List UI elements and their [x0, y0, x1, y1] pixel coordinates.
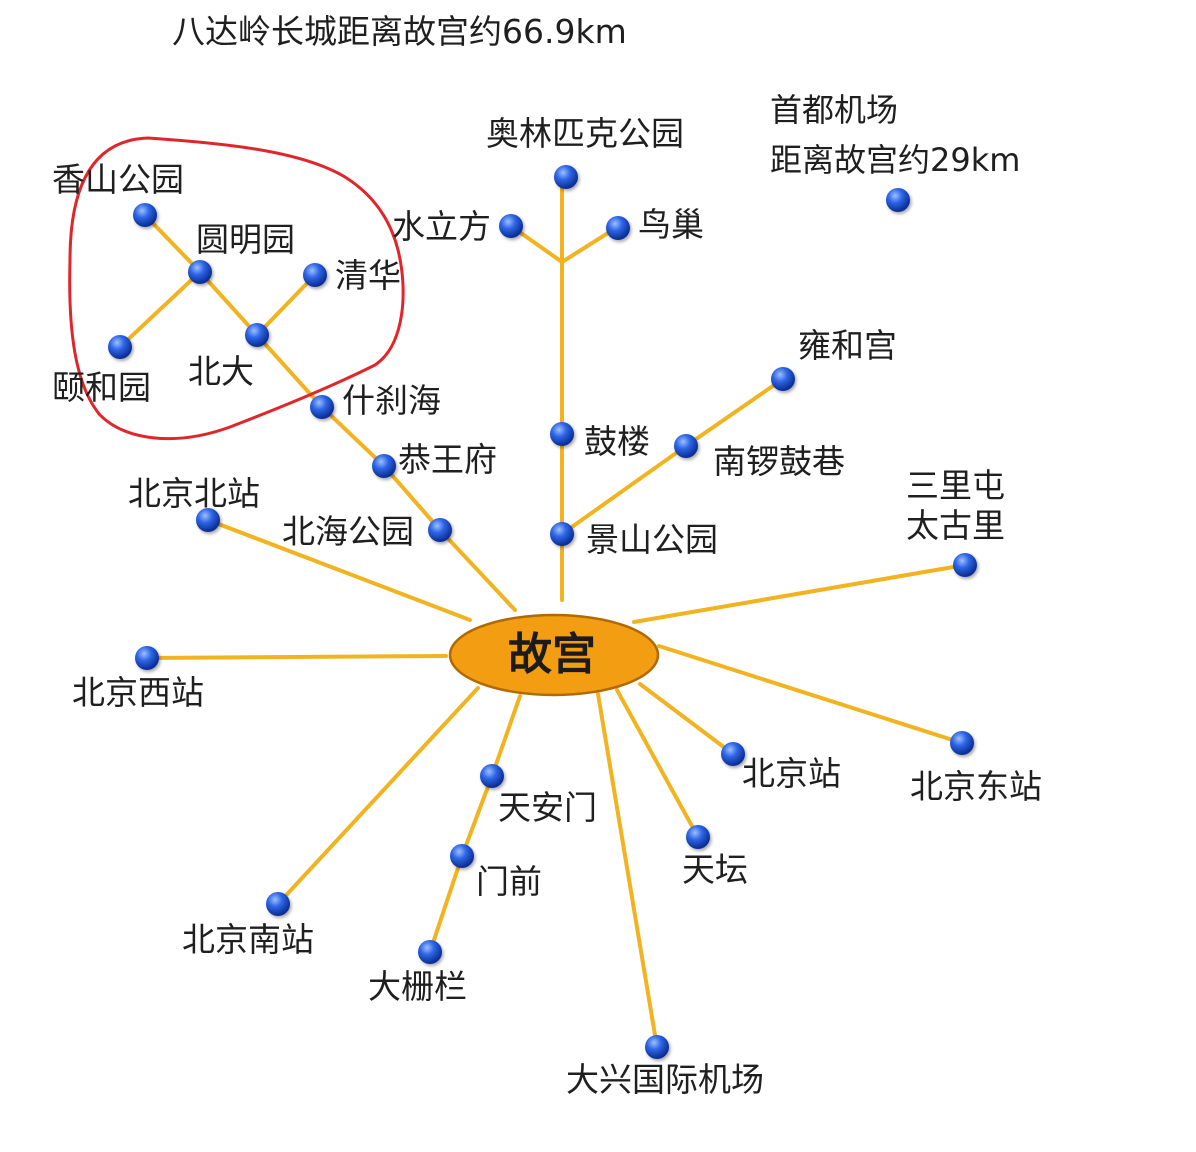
airport-name: 首都机场 [770, 91, 899, 129]
label-qianmen: 门前 [476, 862, 542, 901]
node-shuilifang [499, 214, 523, 238]
label-shichahai: 什刹海 [342, 381, 441, 420]
node-shichahai [310, 395, 334, 419]
label-bj-west: 北京西站 [72, 673, 204, 712]
line-jingshan-nanluogu [560, 444, 688, 536]
line-shichahai-gongwang [320, 405, 386, 468]
connection-lines [118, 175, 967, 1049]
label-bj-station: 北京站 [742, 754, 841, 793]
label-tiananmen: 天安门 [498, 788, 597, 827]
node-tiananmen [480, 764, 504, 788]
node-nanluogu [674, 434, 698, 458]
center-label: 故宫 [508, 629, 596, 680]
label-tiantan: 天坛 [682, 850, 748, 889]
node-yihe [108, 335, 132, 359]
line-daxing [596, 692, 659, 1049]
node-yonghe [771, 367, 795, 391]
line-beida-qinghua [255, 273, 317, 337]
label-niaochao: 鸟巢 [638, 205, 704, 244]
line-yuanming-beida [198, 270, 259, 337]
line-bjnorth [206, 518, 472, 622]
node-tiantan [686, 825, 710, 849]
line-bjstation [638, 682, 735, 756]
node-beida [245, 323, 269, 347]
airport-distance: 距离故宫约29km [770, 141, 1021, 179]
line-tiananmen [490, 694, 522, 778]
label-gulou: 鼓楼 [584, 422, 650, 461]
line-niaochao-branch [560, 226, 618, 264]
label-dashilan: 大栅栏 [368, 967, 467, 1006]
label-bj-east: 北京东站 [910, 767, 1042, 806]
label-yonghegong: 雍和宫 [798, 326, 897, 365]
line-beida-shichahai [255, 333, 324, 409]
line-dashilan [428, 854, 464, 954]
line-beihai-center [438, 528, 517, 612]
center-ellipse [448, 613, 660, 697]
label-bj-south: 北京南站 [182, 920, 314, 959]
node-qianmen [450, 844, 474, 868]
node-jingshan [550, 522, 574, 546]
nodes [108, 165, 977, 1059]
node-bjstation [721, 742, 745, 766]
line-yuanming-yihe [118, 270, 202, 349]
label-sanlitun: 三里屯 太古里 [906, 466, 1005, 545]
node-xiangshan [133, 203, 157, 227]
line-bjsouth [276, 686, 480, 906]
line-tiantan [615, 688, 700, 839]
label-bj-north: 北京北站 [128, 474, 260, 513]
node-gulou [550, 422, 574, 446]
label-yuanmingyuan: 圆明园 [196, 220, 295, 259]
label-yiheyuan: 颐和园 [52, 368, 151, 407]
line-qianmen [460, 774, 494, 858]
line-gongwang-beihai [382, 464, 442, 532]
node-yuanming [188, 260, 212, 284]
line-bjeast [657, 644, 964, 745]
node-olympic [554, 165, 578, 189]
label-xiangshan: 香山公园 [52, 160, 184, 199]
label-nanluogu: 南锣鼓巷 [713, 442, 845, 481]
node-daxing [645, 1035, 669, 1059]
node-bjsouth [266, 892, 290, 916]
line-sanlitun [632, 563, 967, 624]
highlight-circle [68, 136, 405, 441]
node-bjwest [135, 646, 159, 670]
label-qinghua: 清华 [335, 256, 401, 295]
node-bjnorth [196, 508, 220, 532]
label-jingshan: 景山公园 [586, 520, 718, 559]
label-beida: 北大 [188, 352, 254, 391]
line-nanluogu-yonghe [684, 377, 785, 448]
node-niaochao [606, 216, 630, 240]
line-xiangshan-yuanming [143, 213, 202, 274]
node-sanlitun [953, 553, 977, 577]
label-olympic: 奥林匹克公园 [486, 114, 684, 153]
label-gongwangfu: 恭王府 [398, 440, 497, 479]
node-beihai [428, 518, 452, 542]
node-qinghua [303, 263, 327, 287]
label-daxing: 大兴国际机场 [566, 1060, 764, 1099]
node-gongwang [372, 454, 396, 478]
label-shuilifang: 水立方 [392, 207, 491, 246]
node-bjeast [950, 731, 974, 755]
diagram-title: 八达岭长城距离故宫约66.9km [172, 12, 627, 51]
node-dashilan [418, 940, 442, 964]
label-beihai: 北海公园 [282, 512, 414, 551]
node-airport [886, 188, 910, 212]
line-bjwest [145, 654, 448, 660]
